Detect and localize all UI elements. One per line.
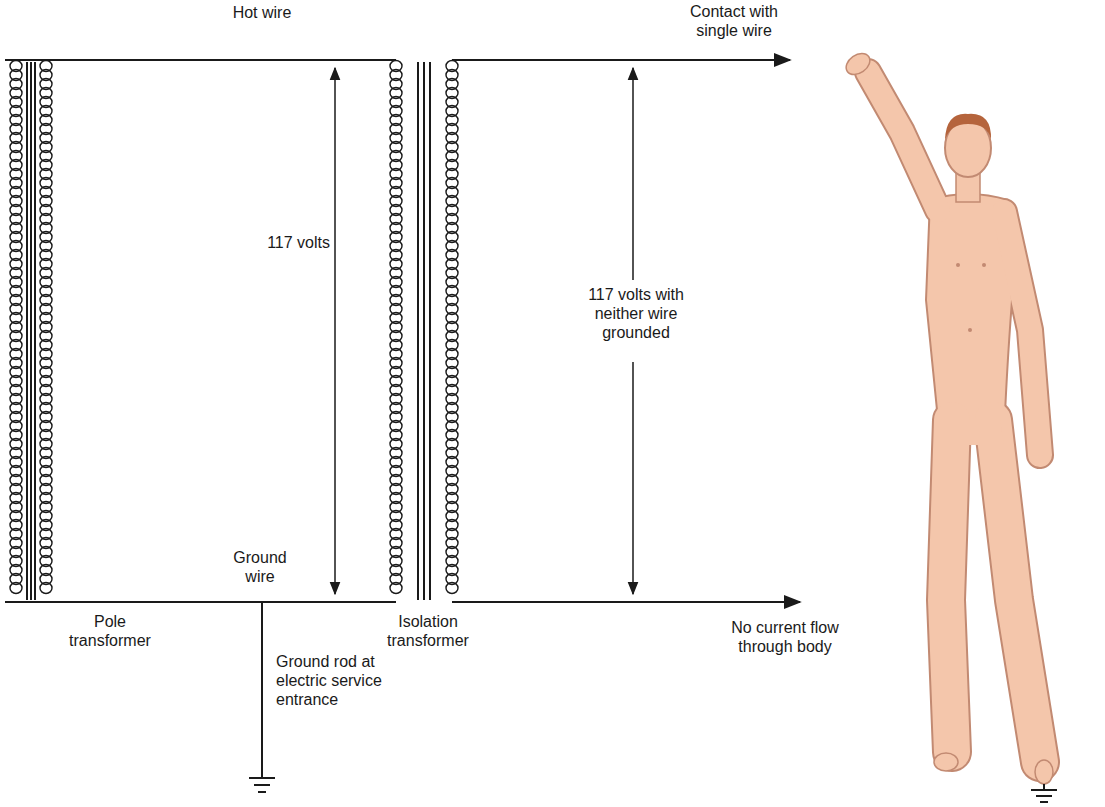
text-label: 117 volts [252, 232, 332, 253]
text-label: Ground wire [224, 548, 296, 586]
text-label: Isolation transformer [378, 612, 478, 650]
text-label: Contact with single wire [678, 2, 790, 40]
text-label: 117 volts with neither wire grounded [573, 284, 699, 343]
transformer-cores [27, 62, 430, 600]
text-label: Ground rod at electric service entrance [276, 652, 408, 709]
text-label: Pole transformer [58, 612, 162, 650]
transformer-coils [10, 61, 458, 594]
human-figure [842, 49, 1053, 784]
text-label: Hot wire [217, 3, 307, 22]
ground-symbol [1031, 784, 1057, 802]
text-label: No current flow through body [716, 618, 854, 656]
wires [5, 60, 800, 792]
